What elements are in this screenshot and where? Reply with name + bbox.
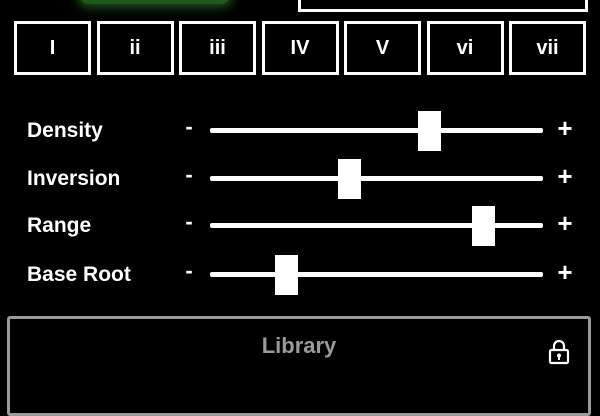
slider-thumb[interactable]	[338, 158, 362, 199]
increase-button[interactable]: +	[557, 161, 573, 191]
slider-track[interactable]	[210, 110, 543, 151]
decrease-button[interactable]: -	[185, 209, 193, 234]
slider-thumb[interactable]	[471, 205, 495, 246]
chord-button-vii[interactable]: vii	[509, 21, 586, 75]
status-indicator	[80, 0, 230, 4]
slider-label: Range	[27, 214, 92, 237]
lock-icon[interactable]	[548, 339, 570, 365]
slider-track[interactable]	[210, 254, 543, 295]
slider-row-inversion: Inversion - +	[0, 158, 600, 199]
slider-thumb[interactable]	[418, 110, 442, 151]
increase-button[interactable]: +	[557, 257, 573, 287]
slider-row-density: Density - +	[0, 110, 600, 151]
chord-button-iv[interactable]: IV	[261, 21, 339, 75]
slider-label: Density	[27, 119, 103, 142]
decrease-button[interactable]: -	[185, 114, 193, 139]
slider-label: Base Root	[27, 263, 131, 286]
slider-row-range: Range - +	[0, 205, 600, 246]
chord-button-iii[interactable]: iii	[179, 21, 256, 75]
slider-row-base-root: Base Root - +	[0, 254, 600, 295]
decrease-button[interactable]: -	[185, 162, 193, 187]
increase-button[interactable]: +	[557, 113, 573, 143]
library-title: Library	[261, 333, 337, 358]
chord-button-i[interactable]: I	[14, 21, 91, 75]
decrease-button[interactable]: -	[185, 258, 193, 283]
chord-button-v[interactable]: V	[344, 21, 421, 75]
chord-button-vi[interactable]: vi	[426, 21, 504, 75]
slider-track[interactable]	[210, 158, 543, 199]
library-panel: Library	[7, 316, 591, 416]
chord-button-ii[interactable]: ii	[96, 21, 174, 75]
slider-track[interactable]	[210, 205, 543, 246]
increase-button[interactable]: +	[557, 208, 573, 238]
slider-label: Inversion	[27, 167, 121, 190]
chord-button-bar: I ii iii IV V vi vii	[14, 21, 586, 75]
slider-thumb[interactable]	[275, 254, 299, 295]
top-display-field[interactable]	[298, 0, 588, 12]
